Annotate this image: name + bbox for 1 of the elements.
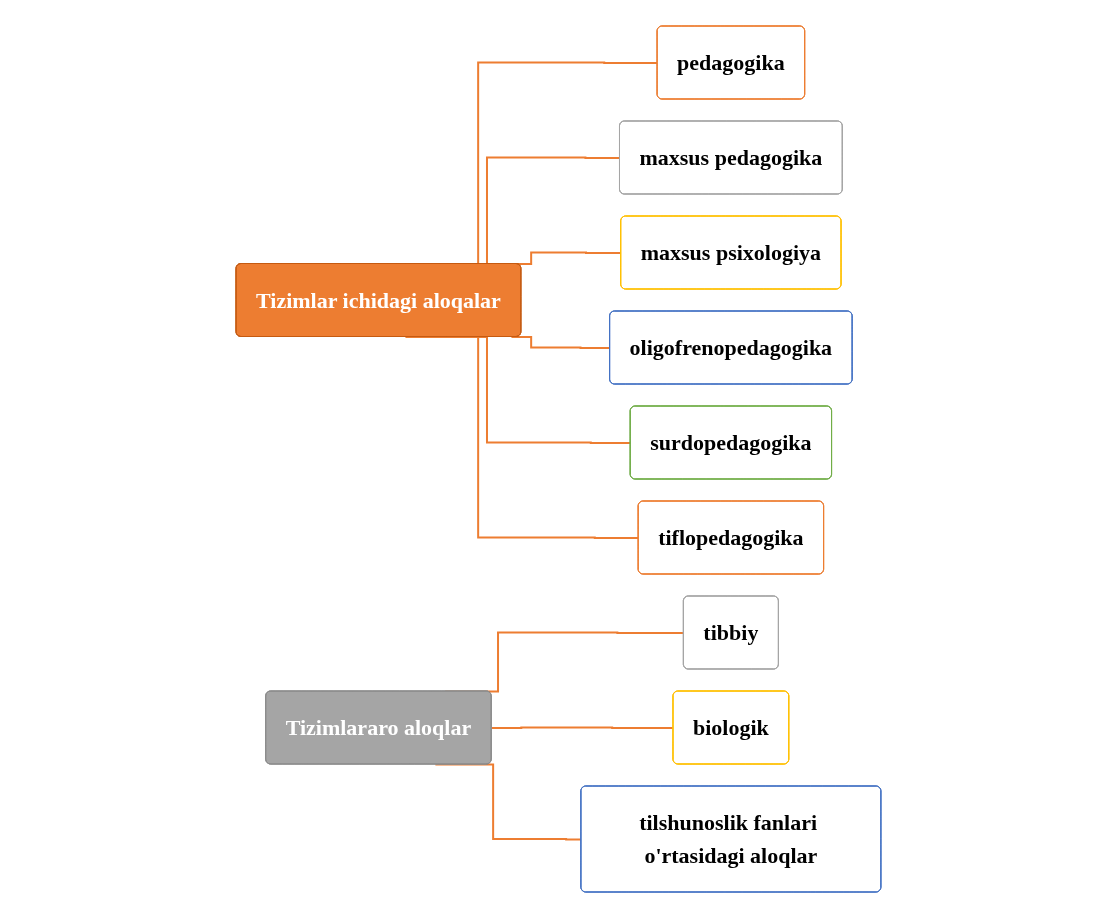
connector [490,726,675,729]
